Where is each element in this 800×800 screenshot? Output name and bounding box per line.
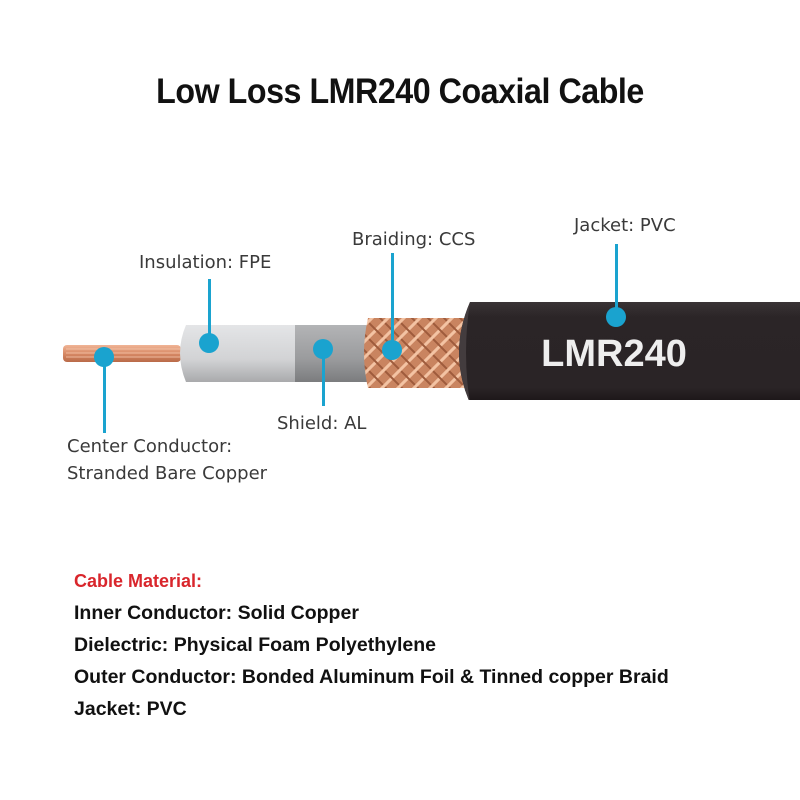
jacket-print: LMR240	[541, 333, 687, 375]
insulation-marker	[199, 333, 219, 353]
braid-shape	[364, 318, 470, 388]
page-title: Low Loss LMR240 Coaxial Cable	[156, 72, 644, 111]
jacket-label: Jacket: PVC	[574, 215, 676, 236]
jacket-leader	[615, 244, 618, 317]
center-conductor-label-line2: Stranded Bare Copper	[67, 463, 268, 484]
materials-heading: Cable Material:	[74, 571, 203, 591]
center-conductor-shape	[63, 345, 181, 362]
center-conductor-leader	[103, 355, 106, 433]
braiding-marker	[382, 340, 402, 360]
materials-section: Cable Material: Inner Conductor: Solid C…	[74, 565, 669, 725]
material-jacket: Jacket: PVC	[74, 698, 187, 720]
material-inner-conductor: Inner Conductor: Solid Copper	[74, 602, 359, 624]
insulation-leader	[208, 279, 211, 343]
insulation-label: Insulation: FPE	[139, 252, 272, 273]
insulation-shape	[180, 325, 305, 382]
center-conductor-label-line1: Center Conductor:	[67, 436, 233, 457]
braiding-label: Braiding: CCS	[352, 229, 476, 250]
center-conductor-marker	[94, 347, 114, 367]
material-dielectric: Dielectric: Physical Foam Polyethylene	[74, 634, 436, 656]
shield-leader	[322, 349, 325, 406]
material-outer-conductor: Outer Conductor: Bonded Aluminum Foil & …	[74, 666, 669, 688]
braiding-leader	[391, 253, 394, 350]
jacket-shape	[459, 302, 800, 400]
shield-shape	[295, 325, 375, 382]
center-conductor-label: Center Conductor: Stranded Bare Copper	[67, 433, 267, 487]
shield-label: Shield: AL	[277, 413, 367, 434]
jacket-marker	[606, 307, 626, 327]
